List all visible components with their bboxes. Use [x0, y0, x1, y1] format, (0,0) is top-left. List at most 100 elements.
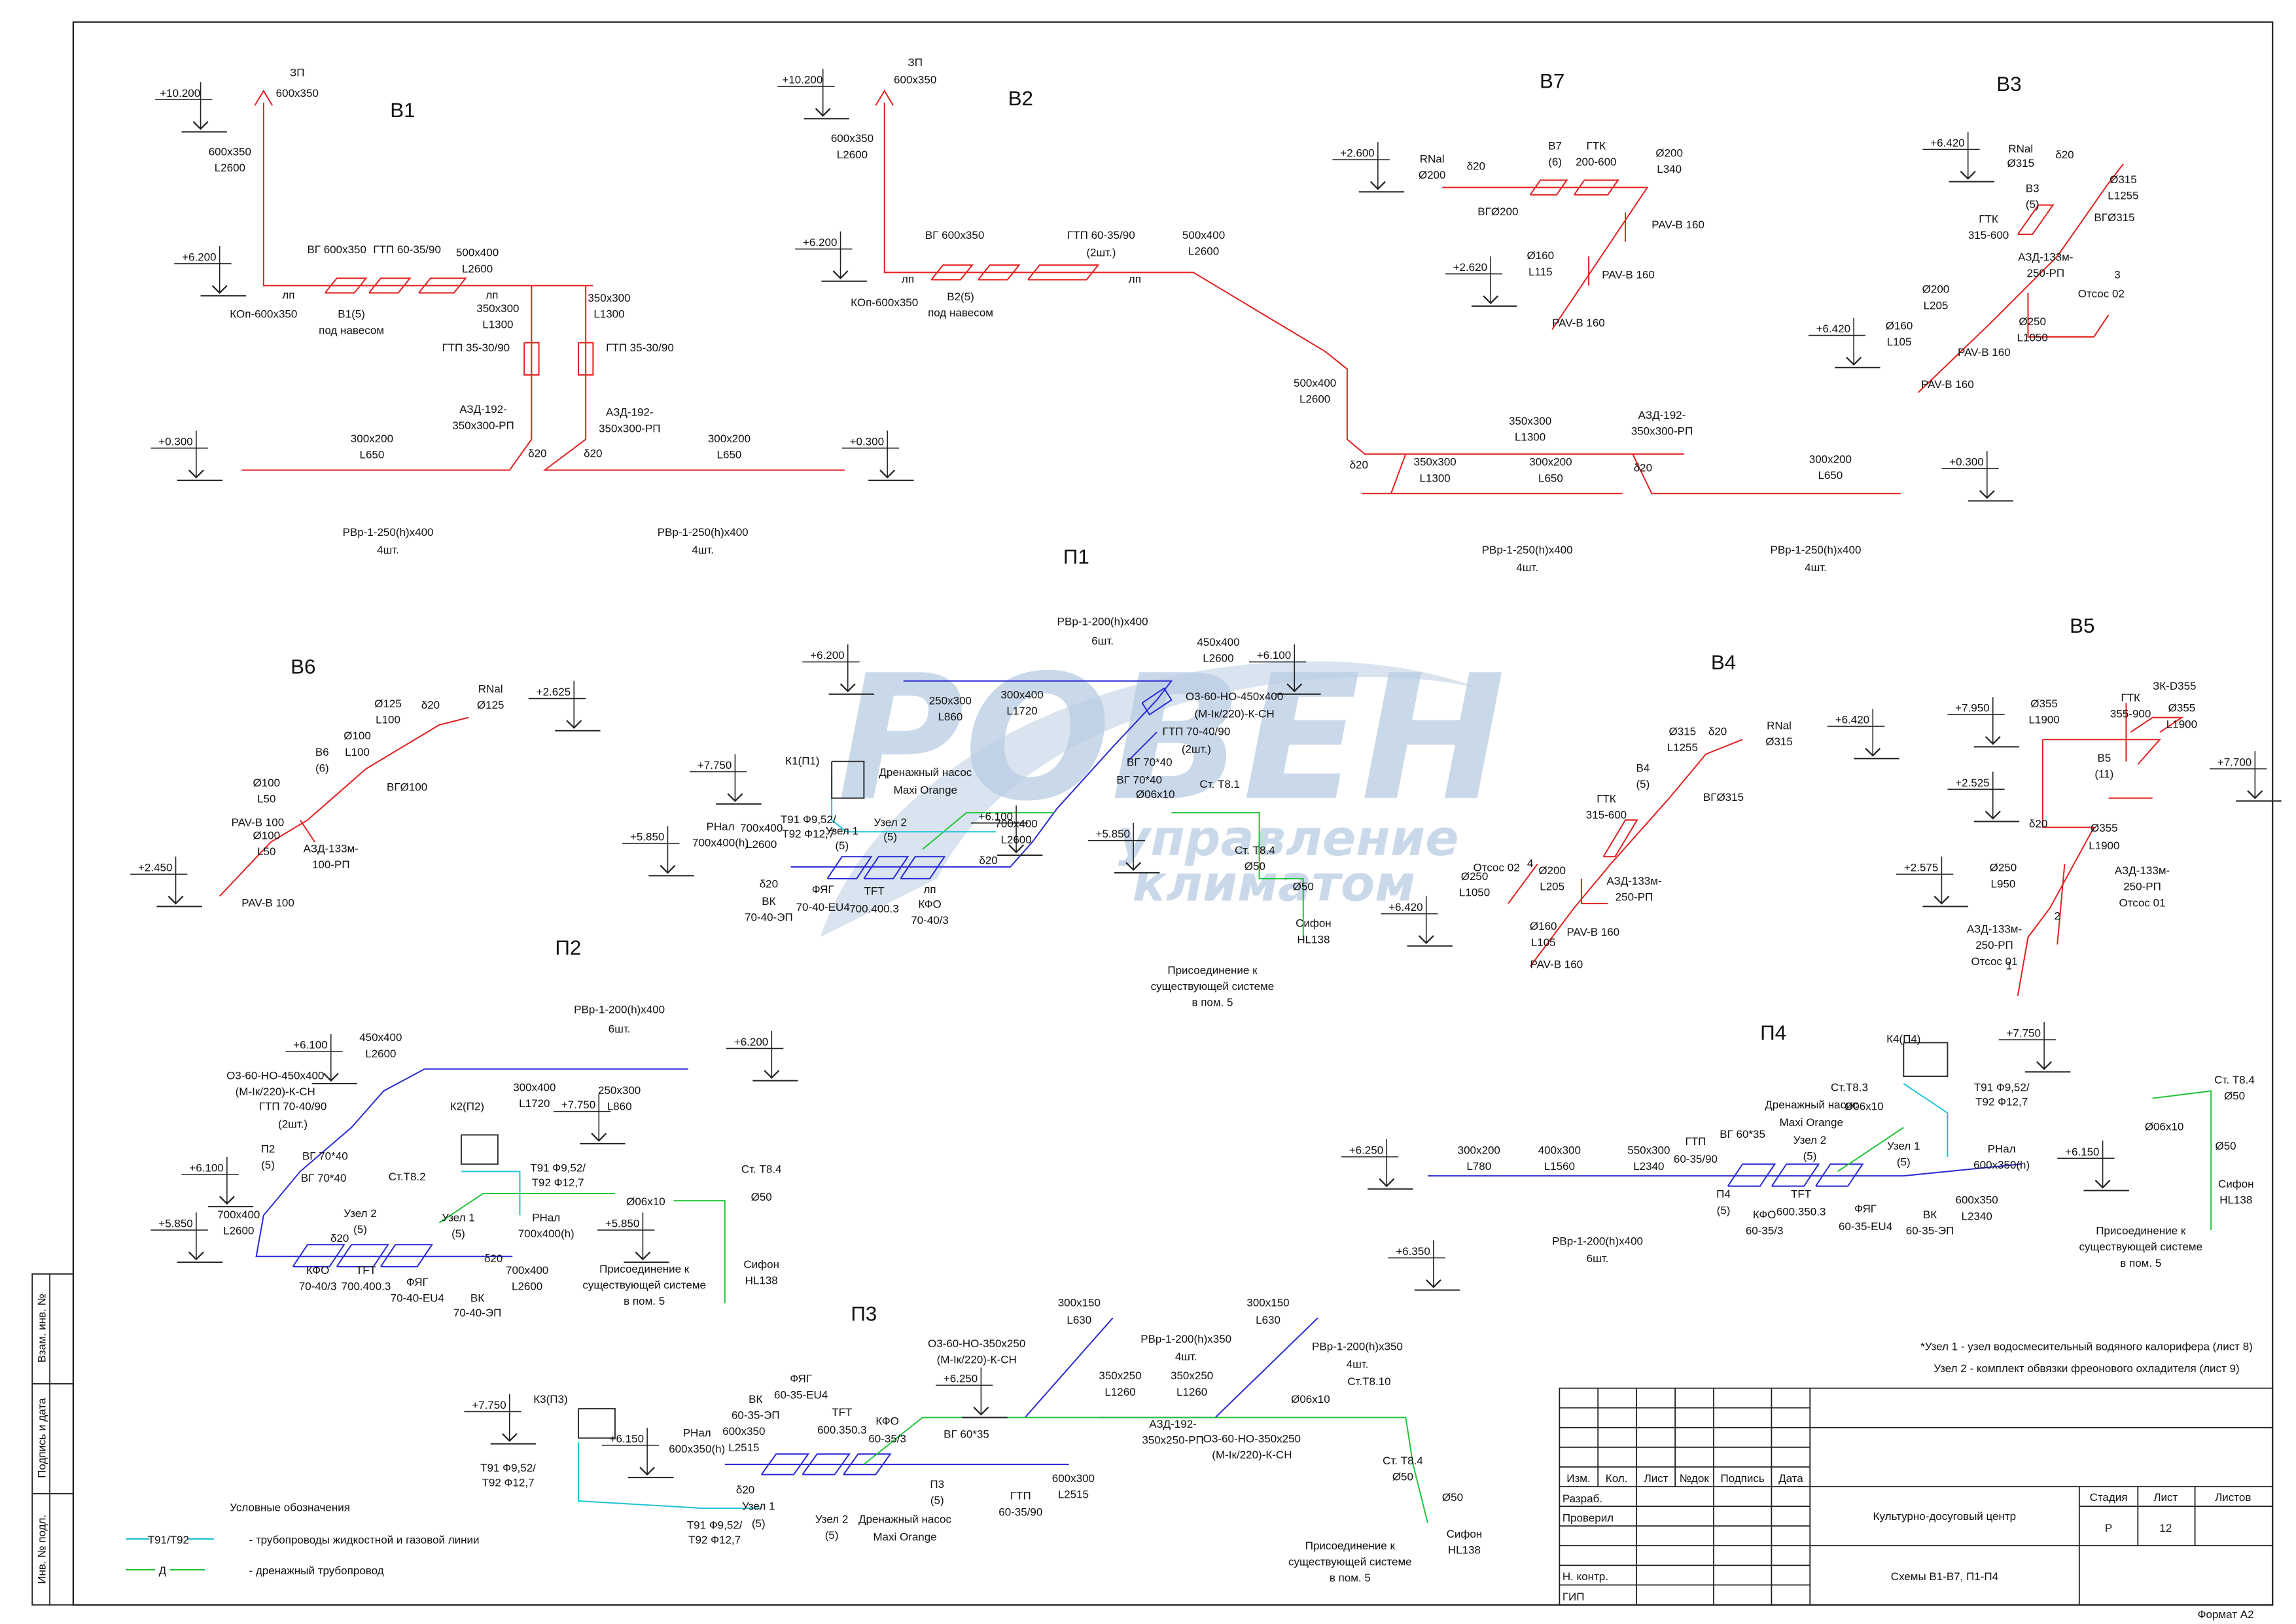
scheme-label: ГТК — [2121, 692, 2140, 704]
elevation-marker — [1087, 822, 1160, 874]
scheme-label: Ø50 — [2216, 1140, 2236, 1152]
elevation-label: +2.600 — [1340, 147, 1374, 160]
scheme-label: 300x150 — [1246, 1296, 1289, 1309]
elevation-label: +6.100 — [189, 1161, 223, 1174]
scheme-label: КФО — [875, 1415, 898, 1428]
scheme-label: 300x200 — [708, 432, 751, 445]
scheme-label: HL138 — [1448, 1544, 1481, 1556]
scheme-label: ГТК — [1979, 213, 1998, 225]
scheme-label: δ20 — [1634, 462, 1652, 474]
scheme-label: (2шт.) — [1182, 743, 1211, 755]
scheme-label: 4 — [1527, 857, 1533, 870]
scheme-label: (11) — [2094, 768, 2113, 780]
scheme-label: 450x400 — [1197, 636, 1239, 648]
scheme-label: ВГ 70*40 — [1116, 773, 1162, 786]
scheme-label: П4 — [1716, 1188, 1731, 1201]
scheme-label: Дренажный насос — [858, 1513, 951, 1525]
scheme-label: ГТП — [1686, 1135, 1706, 1148]
pipe-p3 — [760, 1453, 810, 1475]
scheme-label: Т92 Ф12,7 — [782, 828, 834, 840]
scheme-label: существующей системе — [582, 1279, 706, 1291]
tb-sheet-label: Лист — [2153, 1491, 2178, 1504]
scheme-label: РВр-1-200(h)x400 — [1552, 1235, 1643, 1247]
scheme-label: 70-40/3 — [911, 914, 949, 927]
scheme-label: РВр-1-200(h)x350 — [1312, 1340, 1403, 1352]
pipe-p1 — [1171, 812, 1304, 938]
scheme-label: Т92 Ф12,7 — [1975, 1096, 2028, 1108]
pipe-b4 — [1508, 863, 1538, 904]
scheme-label: Ø100 — [344, 730, 371, 742]
scheme-label: 700x400(h) — [692, 837, 749, 849]
scheme-label: 60-35-EU4 — [774, 1388, 828, 1401]
scheme-label: Сифон — [1296, 917, 1332, 930]
scheme-label: ВГ 70*40 — [301, 1172, 347, 1184]
scheme-label: L1720 — [519, 1097, 550, 1110]
elevation-label: +5.850 — [158, 1217, 192, 1229]
scheme-title-p2: П2 — [555, 936, 581, 959]
scheme-label: L2600 — [512, 1280, 542, 1293]
scheme-label: Ø50 — [1392, 1471, 1413, 1483]
pipe-b2 — [883, 102, 1684, 455]
scheme-title-b5: В5 — [2070, 614, 2094, 637]
scheme-label: АЗД-133м- — [2018, 251, 2073, 263]
scheme-label: (М-Iк/220)-К-СН — [1194, 708, 1274, 720]
scheme-label: L2600 — [1188, 245, 1219, 257]
scheme-label: В3 — [2026, 182, 2040, 194]
elevation-marker — [2057, 1140, 2129, 1192]
scheme-label: ВГØ315 — [1703, 791, 1744, 803]
scheme-label: ФЯГ — [812, 883, 834, 896]
scheme-label: 250-РП — [1975, 939, 2013, 951]
scheme-label: 700.400.3 — [849, 902, 899, 915]
pipe-p4 — [2152, 1090, 2212, 1230]
pipe-b2 — [978, 264, 1021, 281]
scheme-label: РНал — [683, 1426, 711, 1439]
pipe-b1 — [523, 342, 540, 376]
scheme-label: L1050 — [1459, 887, 1490, 899]
scheme-label: В6 — [315, 746, 329, 758]
scheme-label: в пом. 5 — [624, 1295, 665, 1307]
scheme-label: АЗД-192- — [1638, 409, 1686, 421]
scheme-label: лп — [902, 273, 914, 285]
scheme-label: δ20 — [1467, 160, 1485, 173]
pipe-b7 — [1529, 179, 1568, 196]
scheme-label: (5) — [451, 1227, 465, 1240]
scheme-label: под навесом — [928, 306, 993, 319]
pipe-b1 — [254, 89, 274, 106]
elevation-marker — [1341, 1139, 1413, 1190]
scheme-label: Т92 Ф12,7 — [688, 1534, 741, 1546]
scheme-label: HL138 — [745, 1275, 778, 1287]
scheme-label: 700x400 — [995, 817, 1037, 830]
pipe-p1 — [900, 856, 946, 879]
scheme-title-b7: В7 — [1540, 69, 1564, 92]
scheme-label: РВр-1-250(h)x400 — [343, 526, 434, 538]
pipe-b3 — [2017, 204, 2055, 236]
scheme-label: ВГ 60*35 — [1720, 1128, 1765, 1140]
pipe-b5 — [2017, 739, 2095, 997]
scheme-label: Ø125 — [374, 697, 402, 710]
scheme-label: ВК — [1923, 1209, 1937, 1221]
scheme-title-b3: В3 — [1996, 73, 2021, 96]
scheme-label: L1255 — [1667, 741, 1698, 754]
scheme-label: 350x300 — [476, 302, 519, 315]
scheme-label: АЗД-192- — [1149, 1418, 1197, 1430]
note-node-1: *Узел 1 - узел водосмесительный водяного… — [1920, 1340, 2253, 1352]
pipe-b1 — [542, 285, 845, 471]
scheme-label: ВГ 60*35 — [944, 1428, 989, 1441]
scheme-label: В4 — [1636, 762, 1650, 774]
elevation-marker — [464, 1394, 537, 1445]
scheme-label: 4шт. — [1347, 1358, 1369, 1370]
pipe-p3 — [863, 1417, 1428, 1523]
pipe-b1 — [577, 342, 594, 376]
scheme-label: О3-60-НО-450x400 — [226, 1069, 324, 1082]
pipe-network — [219, 89, 2212, 1523]
elevation-label: +2.620 — [1453, 261, 1487, 274]
scheme-label: АЗД-192- — [606, 406, 654, 419]
elevation-marker — [285, 1034, 358, 1085]
scheme-label: 550x300 — [1627, 1144, 1670, 1157]
scheme-label: RNal — [1420, 152, 1445, 165]
scheme-label: (5) — [1636, 778, 1650, 790]
scheme-label: Сифон — [2218, 1178, 2254, 1190]
scheme-label: 60-35-ЭП — [1906, 1225, 1954, 1237]
elevation-marker — [181, 1157, 254, 1208]
scheme-label: АЗД-133м- — [304, 843, 359, 855]
